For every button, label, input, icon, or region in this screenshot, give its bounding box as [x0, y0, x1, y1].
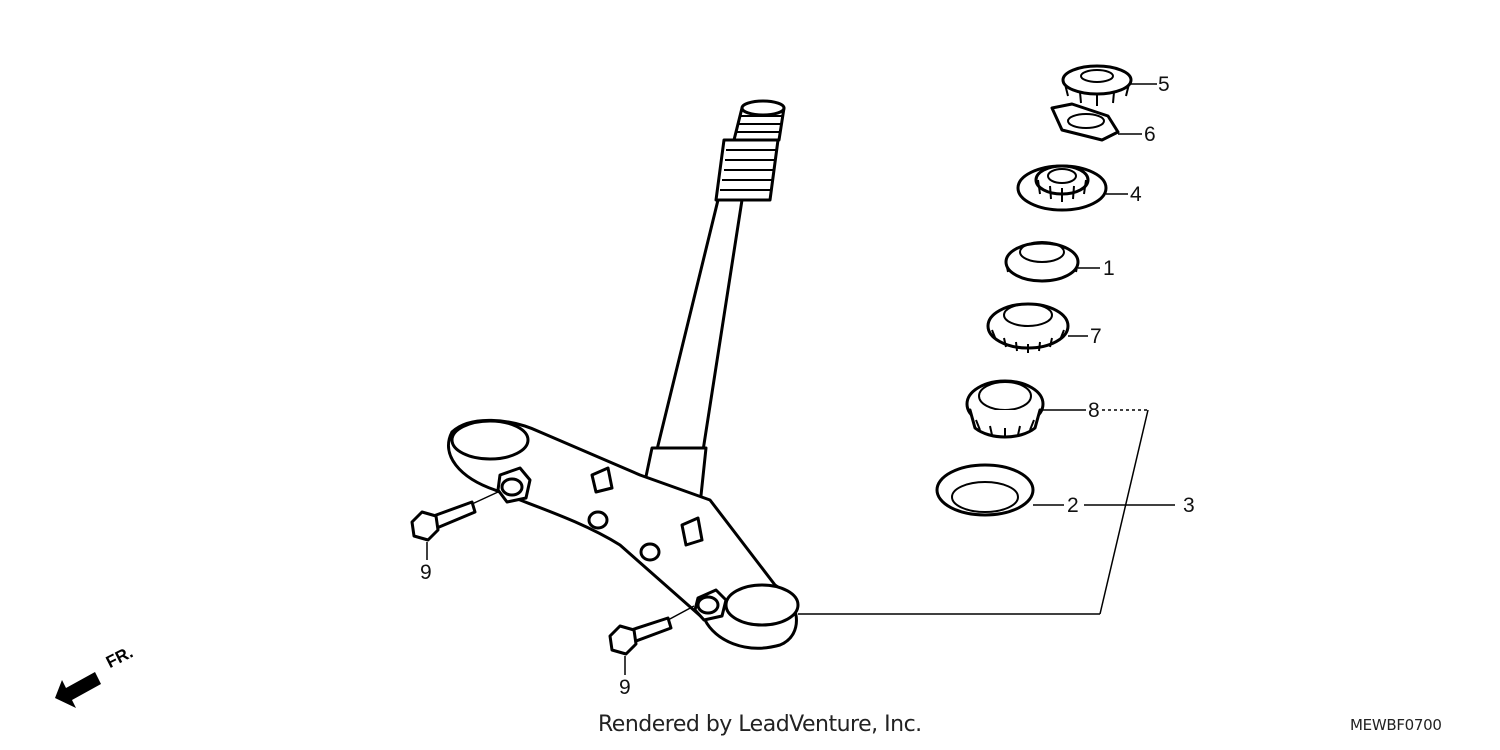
callout-part-6: 6	[1144, 123, 1156, 146]
lower-dust-seal	[935, 463, 1035, 517]
dust-seal	[1004, 241, 1080, 283]
steering-stem-shaft	[638, 99, 786, 514]
upper-bearing	[986, 302, 1070, 353]
flange-bolt-upper	[410, 491, 499, 542]
callout-part-3: 3	[1183, 494, 1195, 517]
diagram-code: MEWBF0700	[1350, 716, 1442, 734]
render-credit: Rendered by LeadVenture, Inc.	[598, 712, 922, 737]
callout-part-4: 4	[1130, 183, 1142, 206]
steering-stem-lock-nut	[1061, 64, 1133, 106]
callout-part-8: 8	[1088, 399, 1100, 422]
lower-bearing	[965, 379, 1045, 439]
callout-part-5: 5	[1158, 73, 1170, 96]
callout-part-9-upper: 9	[420, 561, 432, 584]
lower-bridge	[447, 418, 800, 650]
callout-part-2: 2	[1067, 494, 1079, 517]
callout-part-1: 1	[1103, 257, 1115, 280]
callout-part-9-lower: 9	[619, 676, 631, 699]
callout-part-7: 7	[1090, 325, 1102, 348]
steering-stem-adjustment-nut	[1016, 164, 1108, 212]
front-direction-arrow-icon	[55, 672, 101, 708]
flange-bolt-lower	[608, 605, 695, 656]
lock-washer	[1050, 102, 1120, 142]
